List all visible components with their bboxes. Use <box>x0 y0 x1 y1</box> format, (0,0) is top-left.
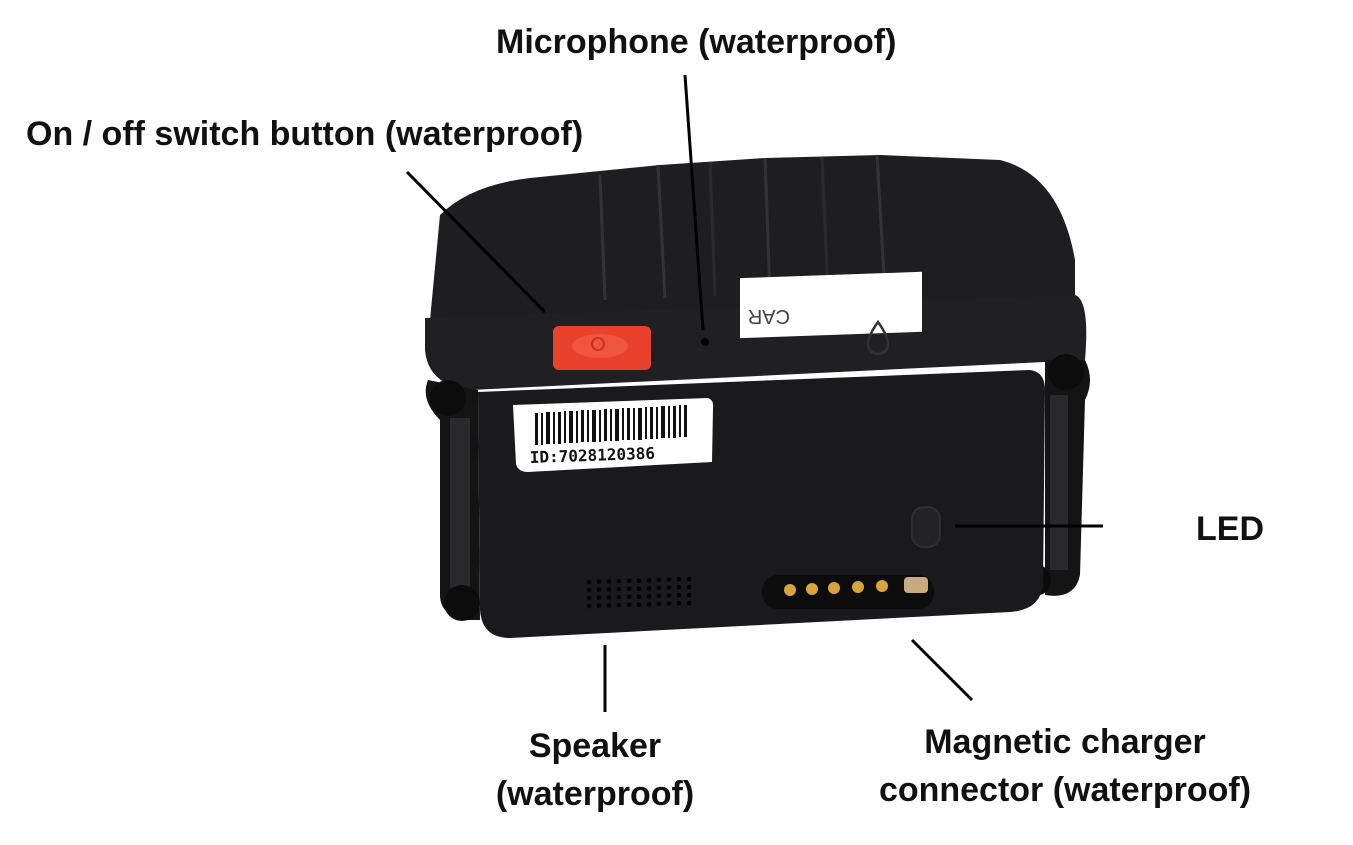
speaker-hole <box>596 579 602 585</box>
speaker-hole <box>626 586 632 592</box>
speaker-hole <box>646 593 652 599</box>
charger-label-line2: connector (waterproof) <box>878 771 1252 809</box>
charger-label-line1: Magnetic charger <box>924 723 1206 761</box>
speaker-hole <box>676 584 682 590</box>
speaker-hole <box>596 603 602 609</box>
speaker-hole <box>586 587 592 593</box>
speaker-hole <box>686 600 692 606</box>
switch-label: On / off switch button (waterproof) <box>26 115 584 153</box>
speaker-hole <box>686 584 692 590</box>
led-label: LED <box>1196 510 1264 548</box>
charger-label: Magnetic charger connector (waterproof) <box>850 718 1280 814</box>
speaker-hole <box>616 578 622 584</box>
speaker-hole <box>616 602 622 608</box>
speaker-hole <box>656 585 662 591</box>
speaker-hole <box>686 576 692 582</box>
speaker-hole <box>666 593 672 598</box>
speaker-hole <box>656 577 662 583</box>
speaker-hole <box>676 576 682 582</box>
speaker-label-line2: (waterproof) <box>495 775 695 813</box>
speaker-hole <box>626 594 632 600</box>
sticker-text: CAR <box>748 305 790 327</box>
microphone-label: Microphone (waterproof) <box>496 23 897 61</box>
barcode <box>535 405 687 445</box>
barcode-label: ID:7028120386 <box>513 398 714 472</box>
speaker-hole <box>606 595 612 600</box>
barcode-id-text: ID:7028120386 <box>529 444 655 467</box>
speaker-hole <box>606 587 612 592</box>
speaker-hole <box>676 600 682 606</box>
speaker-hole <box>676 592 682 598</box>
speaker-hole <box>686 592 692 598</box>
speaker-hole <box>586 579 592 585</box>
speaker-hole <box>606 579 612 584</box>
speaker-hole <box>656 601 662 607</box>
speaker-hole <box>646 601 652 607</box>
speaker-hole <box>666 601 672 606</box>
top-sticker: CAR <box>740 271 922 356</box>
speaker-hole <box>646 585 652 591</box>
speaker-hole <box>626 602 632 608</box>
power-icon <box>591 337 605 351</box>
water-drop-icon <box>866 319 890 356</box>
speaker-hole <box>636 602 642 607</box>
speaker-hole <box>666 577 672 582</box>
speaker-hole <box>656 593 662 599</box>
speaker-label: Speaker (waterproof) <box>470 722 720 818</box>
speaker-label-line1: Speaker <box>528 727 662 765</box>
charger-connector <box>762 575 934 609</box>
speaker-hole <box>616 586 622 592</box>
speaker-hole <box>616 594 622 600</box>
speaker-hole <box>646 577 652 583</box>
led-indicator <box>911 506 941 548</box>
speaker-hole <box>636 594 642 599</box>
leader-line-switch <box>405 170 547 314</box>
speaker-hole <box>586 603 592 609</box>
speaker-grille <box>586 576 692 609</box>
leader-line-charger <box>910 638 974 702</box>
speaker-hole <box>606 603 612 608</box>
speaker-hole <box>586 595 592 601</box>
speaker-hole <box>596 587 602 593</box>
speaker-hole <box>626 578 632 584</box>
speaker-hole <box>636 586 642 591</box>
microphone-hole <box>701 338 709 346</box>
speaker-hole <box>636 578 642 583</box>
speaker-hole <box>596 595 602 601</box>
power-button[interactable] <box>553 326 651 370</box>
speaker-hole <box>666 585 672 590</box>
leader-line-microphone <box>683 74 705 331</box>
leader-lines <box>405 74 1103 712</box>
